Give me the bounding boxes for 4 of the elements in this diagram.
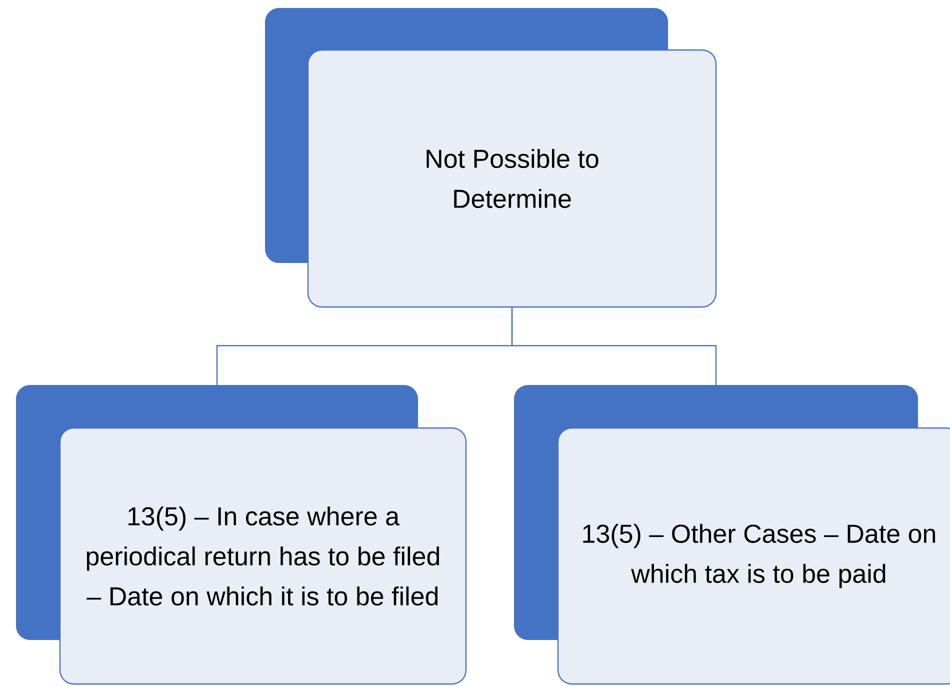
process-box: Not Possible to Determine — [265, 8, 717, 308]
connector — [511, 308, 717, 385]
process-box: 13(5) – Other Cases – Date on which tax is to be paid — [514, 385, 950, 685]
process-box: 13(5) – In case where a periodical return has to be filed – Date on which it is to be filed — [16, 385, 467, 685]
